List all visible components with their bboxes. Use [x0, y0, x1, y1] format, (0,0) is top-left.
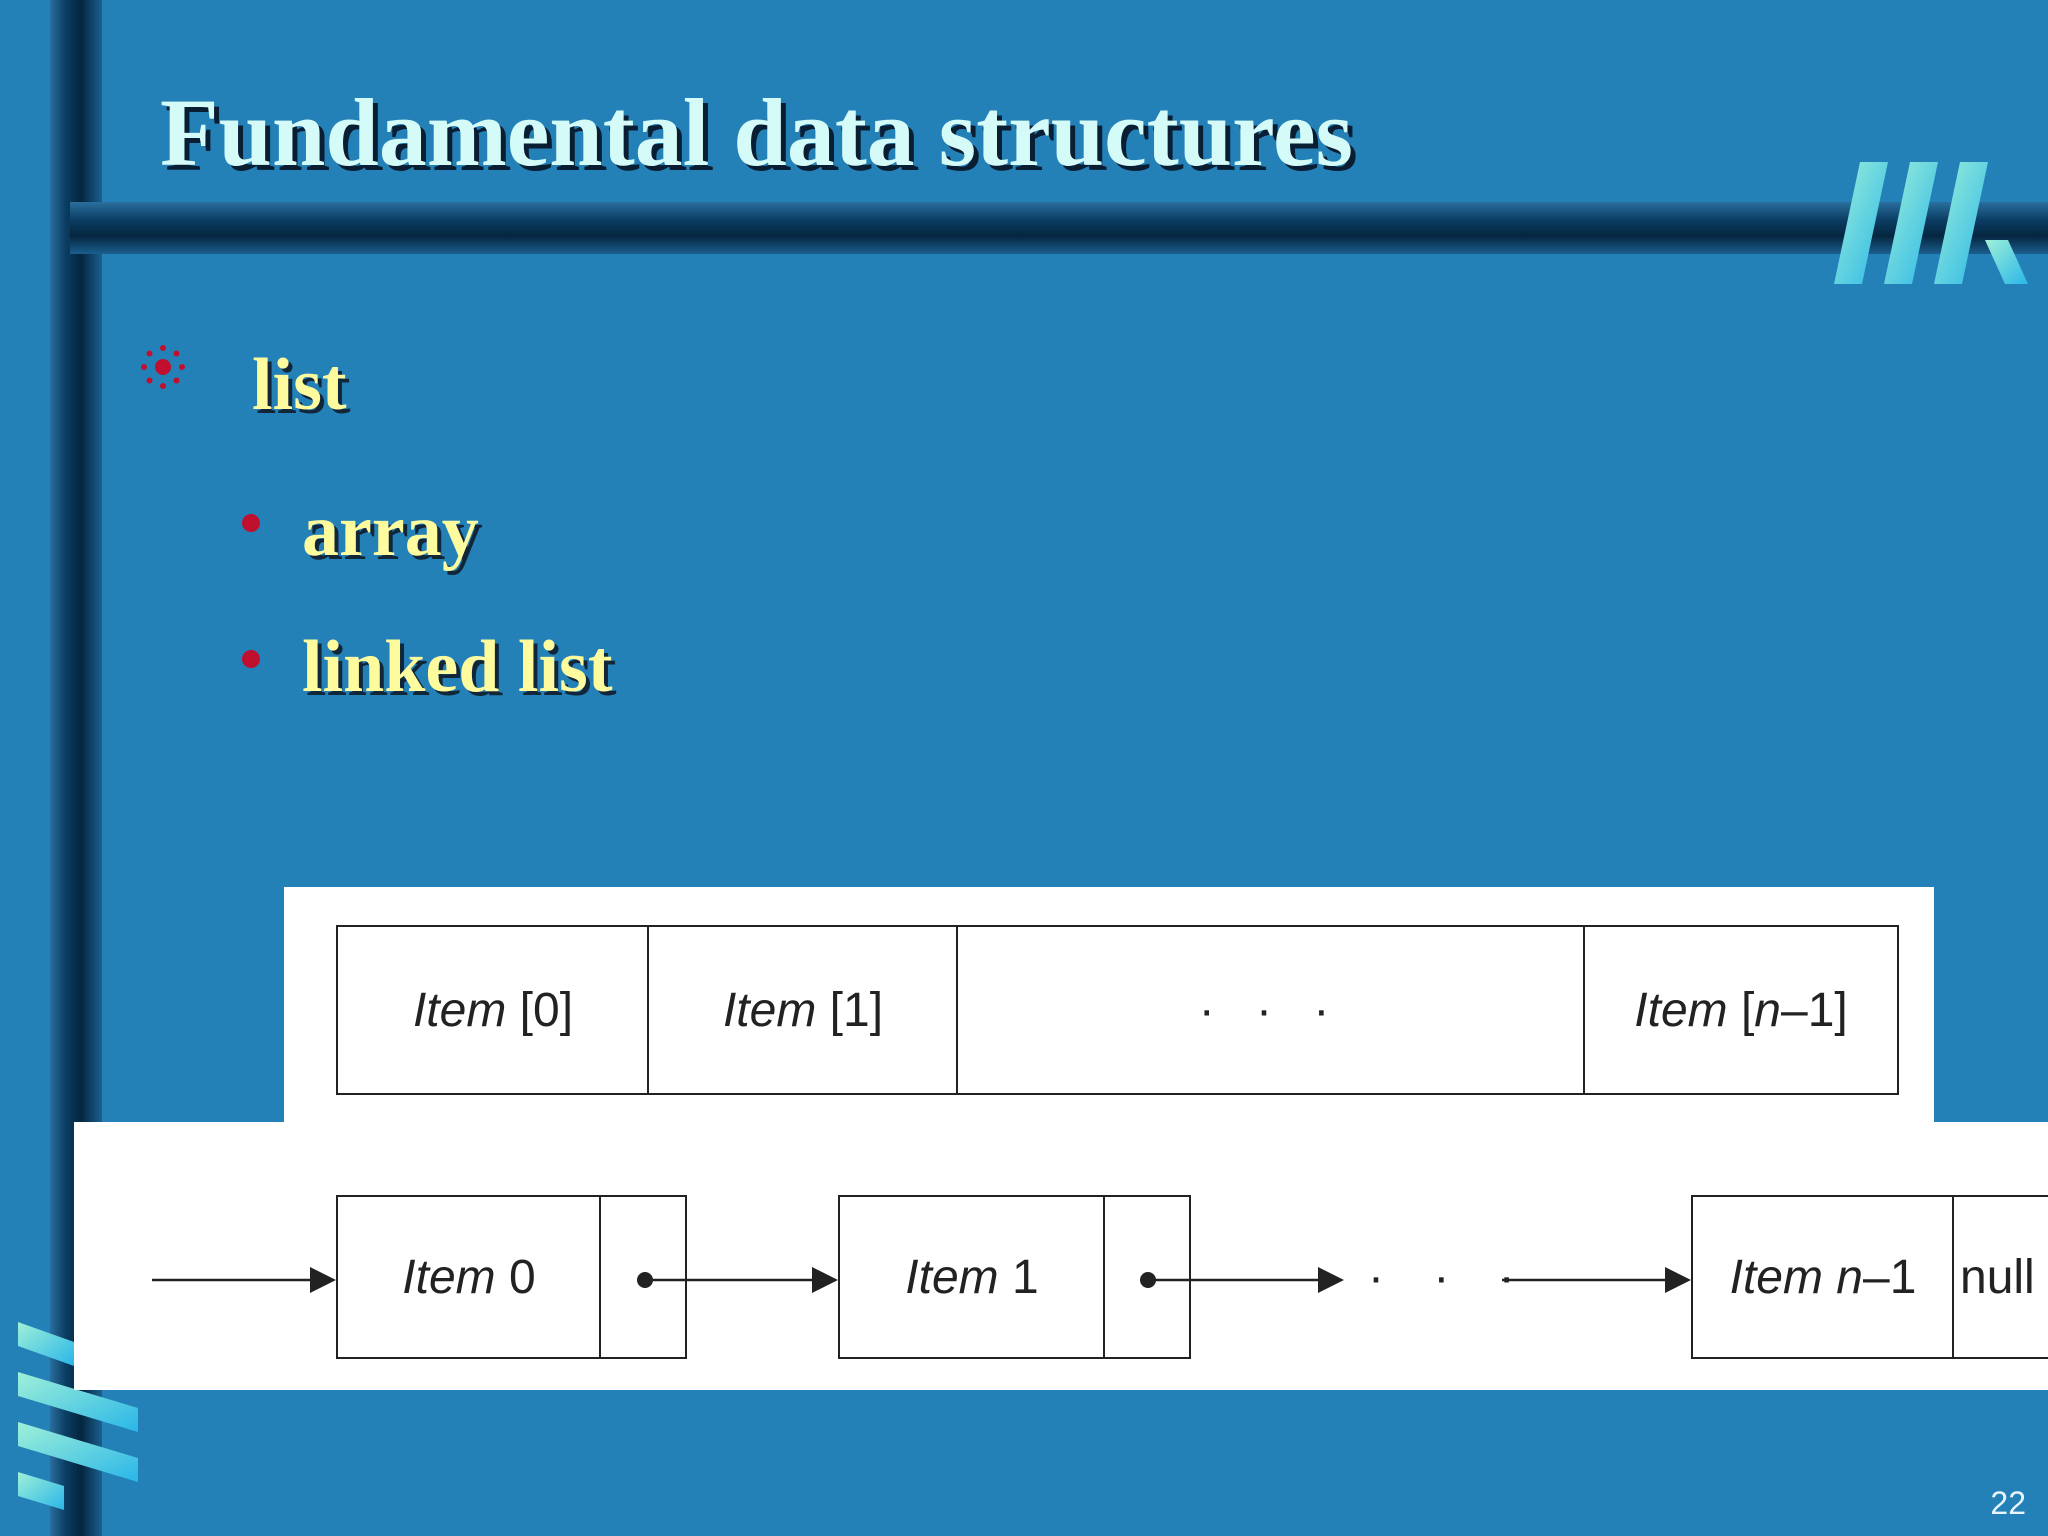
node-pointer-cell — [1103, 1195, 1191, 1359]
sub-bullet-text: array — [302, 489, 479, 572]
array-cell-index: [1] — [816, 983, 884, 1037]
top-frame-bar — [70, 202, 2048, 254]
page-title: Fundamental data structures — [160, 79, 1353, 186]
null-label: null — [1960, 1250, 2035, 1304]
bullet-text: list — [252, 343, 347, 426]
bullet-list: list — [138, 340, 347, 430]
sun-bullet-icon — [141, 345, 185, 389]
sub-bullet-text: linked list — [302, 625, 613, 708]
node-item-cell: Item 1 — [838, 1195, 1106, 1359]
array-cell: Item [0] — [336, 925, 650, 1095]
node-label: 0 — [495, 1250, 536, 1304]
ellipsis-text: · · · — [1198, 983, 1344, 1037]
bullet-dot-icon — [242, 514, 260, 532]
node-var: n — [1822, 1250, 1863, 1304]
page-number: 22 — [1990, 1485, 2026, 1521]
array-cell-var: n — [1754, 983, 1781, 1037]
linked-list-ellipsis: · · · — [1368, 1251, 1533, 1304]
node-label: –1 — [1863, 1250, 1917, 1304]
bottom-left-stripes-icon — [18, 1322, 138, 1510]
array-cell-index: [ — [1727, 983, 1755, 1037]
array-cell-word: Item — [1634, 983, 1728, 1037]
array-cell-ellipsis: · · · — [956, 925, 1586, 1095]
array-cell-index: –1] — [1781, 983, 1848, 1037]
array-cell: Item [1] — [647, 925, 959, 1095]
array-cell-index: [0] — [506, 983, 574, 1037]
sub-bullet-array: array — [242, 486, 479, 576]
node-label: 1 — [998, 1250, 1039, 1304]
bullet-dot-icon — [242, 650, 260, 668]
node-pointer-cell — [599, 1195, 687, 1359]
node-item-cell: Item 0 — [336, 1195, 602, 1359]
array-cell-word: Item — [722, 983, 817, 1037]
node-null-cell: null — [1952, 1195, 2048, 1359]
node-word: Item — [1729, 1250, 1823, 1304]
node-item-cell: Item n–1 — [1691, 1195, 1955, 1359]
array-cell-word: Item — [412, 983, 507, 1037]
top-right-stripes-icon — [1834, 162, 2028, 284]
sub-bullet-linked-list: linked list — [242, 622, 613, 712]
node-word: Item — [402, 1250, 496, 1304]
node-word: Item — [905, 1250, 999, 1304]
array-cell-last: Item [n–1] — [1583, 925, 1899, 1095]
